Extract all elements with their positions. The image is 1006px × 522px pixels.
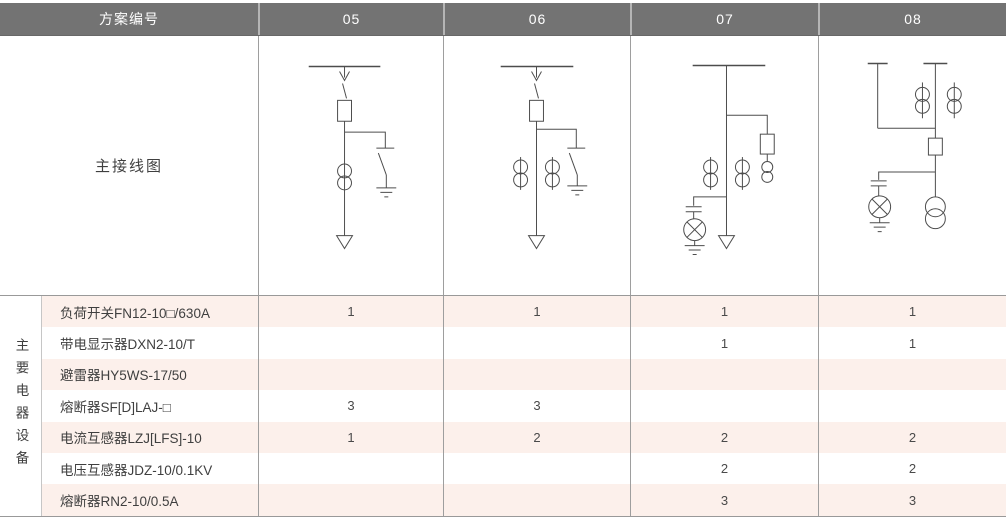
qty-scheme-08: [818, 358, 1006, 391]
qty-scheme-05: 3: [258, 390, 443, 422]
qty-scheme-06: [443, 327, 630, 359]
equipment-name: 带电显示器DXN2-10/T: [60, 337, 196, 353]
qty-scheme-06: [443, 358, 630, 391]
capacitor-symbol: [685, 206, 702, 219]
qty-scheme-07: [630, 358, 818, 391]
diagram-cell-05: [258, 36, 443, 295]
table-header-row: 方案编号 05 06 07 08: [0, 3, 1006, 36]
ground-symbol: [869, 217, 890, 233]
current-transformer-symbol: [337, 163, 352, 191]
qty-scheme-07: 1: [630, 327, 818, 359]
header-scheme-number-label: 方案编号: [99, 11, 159, 27]
main-wiring-diagram-label: 主接线图: [94, 158, 163, 175]
equipment-name: 电压互感器JDZ-10/0.1KV: [60, 462, 213, 478]
current-transformer-symbol: [513, 157, 529, 190]
transformer-symbol: [924, 196, 946, 230]
qty-scheme-06: [443, 452, 630, 485]
switch-blade-icon: [534, 83, 539, 99]
qty-scheme-07: [630, 390, 818, 422]
qty-scheme-05: [258, 327, 443, 359]
equipment-rows: 负荷开关FN12-10□/630A 1 1 1 1 带电显示器DXN2-10/T…: [42, 296, 1006, 516]
header-scheme-05: 05: [258, 3, 443, 35]
table-row: 电压互感器JDZ-10/0.1KV 2 2: [42, 452, 1006, 485]
table-row: 带电显示器DXN2-10/T 1 1: [42, 327, 1006, 359]
table-row: 电流互感器LZJ[LFS]-10 1 2 2 2: [42, 421, 1006, 453]
scheme-05-diagram: [308, 65, 397, 250]
qty-scheme-05: [258, 358, 443, 391]
fuse-symbol: [927, 137, 943, 156]
equipment-name: 避雷器HY5WS-17/50: [60, 368, 187, 384]
voltage-transformer-fuse-symbol: [761, 154, 774, 183]
fuse-symbol: [337, 99, 352, 122]
qty-scheme-06: 3: [443, 390, 630, 422]
current-transformer-symbol: [734, 157, 750, 190]
current-transformer-symbol: [703, 157, 719, 190]
disconnect-arrow-icon: [339, 71, 350, 82]
table-row: 熔断器SF[D]LAJ-□ 3 3: [42, 390, 1006, 422]
main-equipment-side-label: 主要电器设备: [13, 338, 29, 474]
table-row: 避雷器HY5WS-17/50: [42, 358, 1006, 391]
scheme-06-diagram: [500, 65, 588, 250]
current-transformer-symbol: [544, 157, 560, 190]
earthing-switch-symbol: [567, 147, 588, 196]
qty-scheme-06: 2: [443, 421, 630, 453]
header-scheme-06: 06: [443, 3, 630, 35]
qty-scheme-08: 2: [818, 421, 1006, 453]
cable-arrow-symbol: [335, 235, 354, 250]
qty-scheme-07: 2: [630, 452, 818, 485]
fuse-symbol: [529, 99, 544, 122]
cable-arrow-symbol: [527, 235, 546, 250]
diagram-cell-08: [818, 36, 1006, 295]
diagram-cell-06: [443, 36, 630, 295]
qty-scheme-05: 1: [258, 296, 443, 328]
cable-arrow-symbol: [717, 235, 736, 250]
table-row: 熔断器RN2-10/0.5A 3 3: [42, 484, 1006, 516]
main-equipment-section: 主要电器设备 负荷开关FN12-10□/630A 1 1 1 1 带电显示器DX…: [0, 295, 1006, 517]
scheme-07-diagram: [683, 64, 775, 256]
qty-scheme-08: [818, 390, 1006, 422]
qty-scheme-05: 1: [258, 421, 443, 453]
current-transformer-symbol: [914, 82, 930, 119]
header-scheme-08: 08: [818, 3, 1006, 35]
voltage-indicator-lamp-symbol: [868, 195, 892, 219]
equipment-name: 熔断器RN2-10/0.5A: [60, 494, 179, 510]
equipment-name: 电流互感器LZJ[LFS]-10: [60, 431, 202, 447]
switchgear-scheme-table: 方案编号 05 06 07 08 主接线图: [0, 3, 1006, 517]
equipment-name: 负荷开关FN12-10□/630A: [60, 305, 210, 321]
qty-scheme-07: 3: [630, 484, 818, 516]
main-wiring-diagram-row: 主接线图: [0, 36, 1006, 295]
earthing-switch-symbol: [376, 147, 397, 198]
scheme-08-diagram: [867, 62, 962, 233]
qty-scheme-06: 1: [443, 296, 630, 328]
voltage-indicator-lamp-symbol: [683, 218, 707, 242]
header-scheme-07: 07: [630, 3, 818, 35]
qty-scheme-07: 2: [630, 421, 818, 453]
side-label-cell: 主要电器设备: [0, 296, 42, 516]
ground-symbol: [684, 240, 705, 256]
qty-scheme-05: [258, 452, 443, 485]
qty-scheme-08: 2: [818, 452, 1006, 485]
current-transformer-symbol: [946, 82, 962, 119]
qty-scheme-08: 1: [818, 327, 1006, 359]
equipment-name: 熔断器SF[D]LAJ-□: [60, 399, 171, 415]
table-row: 负荷开关FN12-10□/630A 1 1 1 1: [42, 296, 1006, 328]
qty-scheme-07: 1: [630, 296, 818, 328]
switch-blade-icon: [342, 83, 348, 99]
qty-scheme-08: 3: [818, 484, 1006, 516]
qty-scheme-06: [443, 484, 630, 516]
capacitor-symbol: [870, 180, 887, 196]
qty-scheme-08: 1: [818, 296, 1006, 328]
diagram-cell-07: [630, 36, 818, 295]
disconnect-arrow-icon: [531, 71, 542, 82]
fuse-symbol: [759, 133, 775, 155]
qty-scheme-05: [258, 484, 443, 516]
